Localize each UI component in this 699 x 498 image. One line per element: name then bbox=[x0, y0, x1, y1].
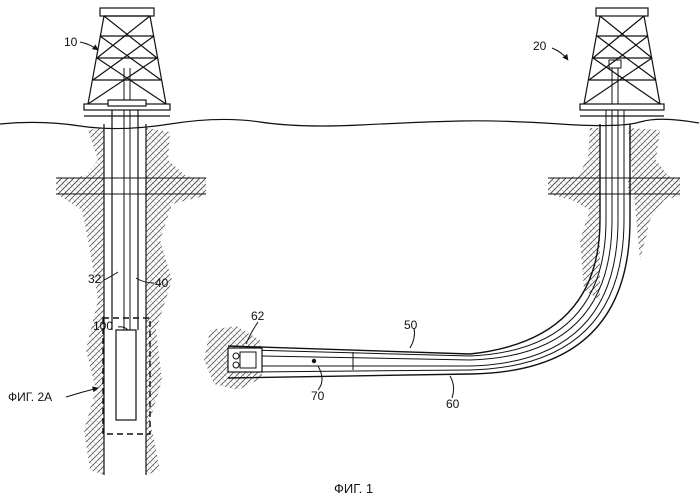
lateral-borehole-lower bbox=[228, 124, 630, 378]
left-well bbox=[56, 68, 206, 475]
label-tool: 100 bbox=[93, 319, 113, 333]
leader-70 bbox=[318, 366, 322, 390]
bit-assembly bbox=[228, 348, 262, 372]
leader-fig2a bbox=[66, 388, 98, 397]
label-lateral-casing: 50 bbox=[404, 318, 418, 332]
leader-lines bbox=[66, 42, 568, 398]
label-fig-2a: ФИГ. 2А bbox=[8, 390, 52, 404]
leader-60 bbox=[450, 376, 454, 398]
leader-10 bbox=[80, 42, 98, 50]
leader-32 bbox=[104, 272, 118, 280]
label-rig-right: 20 bbox=[533, 39, 547, 53]
label-lateral-string: 70 bbox=[311, 389, 325, 403]
left-derrick bbox=[84, 8, 170, 116]
label-casing-outer: 32 bbox=[88, 272, 102, 286]
label-rig-left: 10 bbox=[64, 35, 78, 49]
label-lateral-borehole: 60 bbox=[446, 397, 460, 411]
label-casing-inner: 40 bbox=[155, 276, 169, 290]
leader-20 bbox=[552, 48, 568, 60]
lateral-casing bbox=[250, 104, 606, 356]
lateral-string bbox=[262, 66, 612, 360]
downhole-tool bbox=[116, 330, 136, 420]
figure-caption: ФИГ. 1 bbox=[334, 481, 373, 496]
label-bit-assembly: 62 bbox=[251, 309, 265, 323]
right-derrick bbox=[580, 8, 664, 116]
ground-surface bbox=[0, 119, 699, 128]
